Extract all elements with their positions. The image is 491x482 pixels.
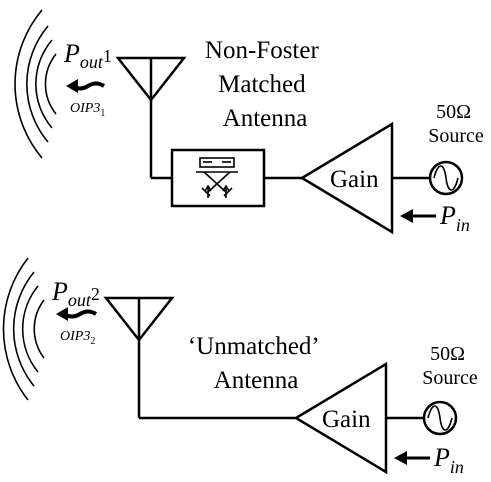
top-source-label: 50Ω Source <box>428 101 484 147</box>
bottom-gain-label: Gain <box>322 406 371 433</box>
top-diagram: Pout1 OIP31 Non-Foster Matched Antenna <box>14 9 484 235</box>
top-pin-label: Pin <box>439 201 470 235</box>
bottom-source-label: 50Ω Source <box>422 343 478 389</box>
bottom-antenna-label: ‘Unmatched’ Antenna <box>188 333 324 394</box>
top-source <box>428 160 464 196</box>
bottom-diagram: Pout2 OIP32 ‘Unmatched’ Antenna Gain <box>2 257 478 477</box>
top-antenna-label: Non-Foster Matched Antenna <box>205 37 325 132</box>
top-oip3-label: OIP31 <box>70 101 105 119</box>
top-radiation-waves <box>14 9 57 159</box>
top-wavy-arrow <box>66 79 106 93</box>
top-gain-amplifier: Gain <box>299 121 394 235</box>
bottom-gain-amplifier: Gain <box>293 361 388 475</box>
bottom-antenna <box>103 296 296 420</box>
bottom-oip3-label: OIP32 <box>60 329 95 347</box>
bottom-pout-label: Pout2 <box>51 277 100 310</box>
bottom-wavy-arrow <box>56 307 98 321</box>
bottom-source <box>422 400 458 436</box>
top-pin-arrow <box>400 209 436 223</box>
top-antenna <box>115 56 187 178</box>
top-pout-label: Pout1 <box>63 39 112 72</box>
bottom-pin-arrow <box>394 451 430 465</box>
bottom-radiation-waves <box>2 257 45 401</box>
top-non-foster-circuit <box>170 148 266 208</box>
bottom-pin-label: Pin <box>433 443 464 477</box>
top-gain-label: Gain <box>330 166 379 193</box>
